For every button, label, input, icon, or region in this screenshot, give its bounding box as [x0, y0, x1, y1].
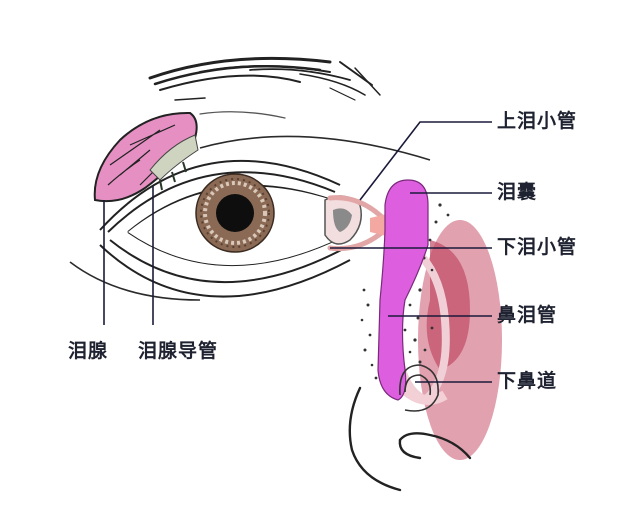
leader-lines — [103, 121, 492, 383]
label-lacrimal-gland: 泪腺 — [68, 340, 109, 362]
label-superior-canaliculus: 上泪小管 — [497, 110, 578, 132]
caruncle — [324, 195, 362, 245]
inferior-meatus — [399, 364, 439, 412]
nasal-bone — [360, 203, 450, 380]
label-inferior-meatus: 下鼻道 — [497, 370, 558, 392]
lacrimal-sac-duct — [377, 179, 429, 401]
nasal-cavity — [391, 220, 502, 460]
pupil — [216, 194, 254, 232]
label-lacrimal-gland-ducts: 泪腺导管 — [138, 340, 219, 362]
label-nasolacrimal-duct: 鼻泪管 — [497, 304, 558, 326]
label-inferior-canaliculus: 下泪小管 — [497, 236, 578, 258]
eyebrow — [148, 56, 381, 119]
label-lacrimal-sac: 泪囊 — [497, 181, 538, 203]
lacrimal-gland — [93, 111, 199, 203]
nose-outline — [348, 386, 472, 492]
iris — [195, 173, 275, 253]
